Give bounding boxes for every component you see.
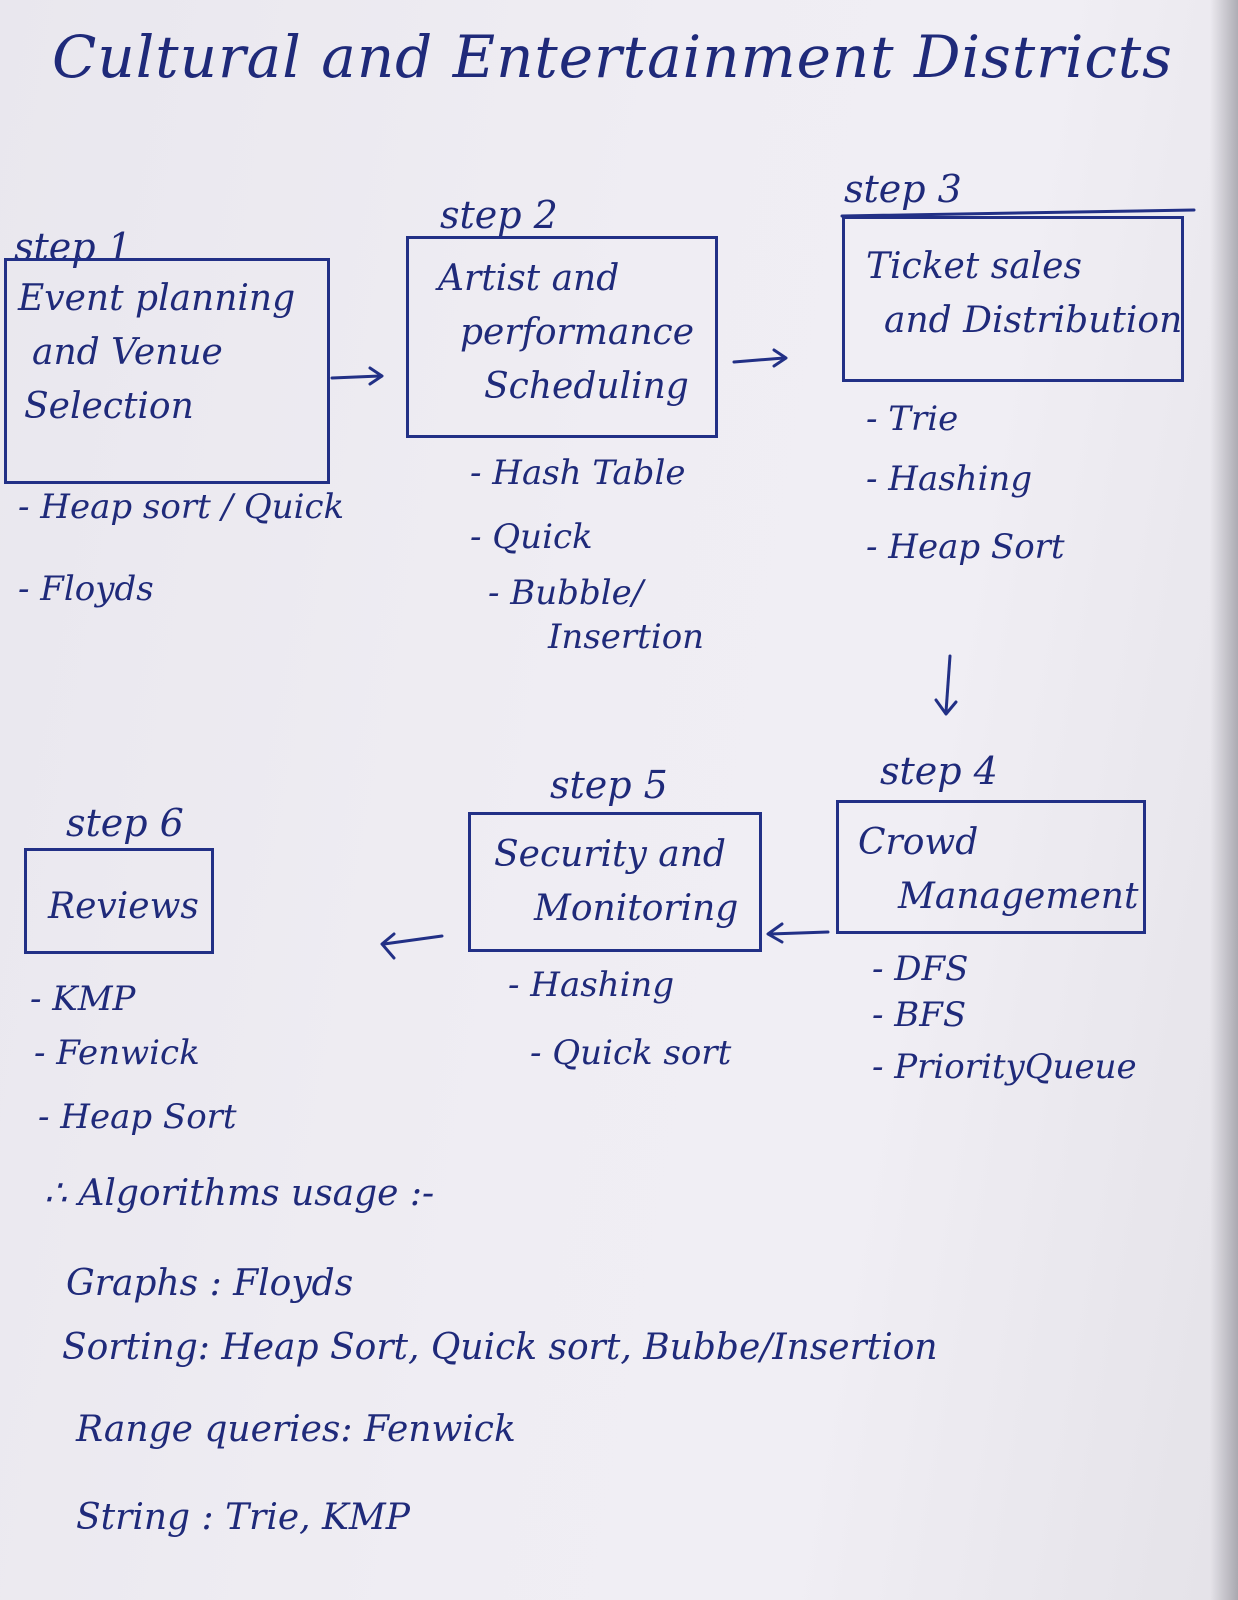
step-5-label: step 5 [550,763,668,807]
step-3-algorithm: - Hashing [866,459,1033,499]
step-2-box-line: performance [460,312,695,353]
step-3-box [842,216,1184,382]
summary-line: Graphs : Floyds [66,1263,354,1304]
step-4-algorithm: - DFS [872,949,969,989]
step-1-box-line: Event planning [18,278,296,319]
step-5-box-text: Security and Monitoring [494,828,738,936]
step-6-algorithm: - KMP [30,979,136,1019]
step-2-box [406,236,718,438]
arrow-step2-to-step3 [732,348,788,368]
step-1-box-line: and Venue [32,332,223,373]
arrow-step3-to-step4 [934,654,958,716]
step-6-label: step 6 [66,801,184,845]
summary-line: Range queries: Fenwick [76,1409,516,1450]
step-1-box [4,258,330,484]
step-6-box-line: Reviews [48,886,199,927]
step-4-box-line: Management [898,876,1139,917]
arrow-step1-to-step2 [330,366,384,386]
step-3-box-text: Ticket sales and Distribution [866,240,1182,348]
step-5-box-line: Monitoring [534,888,739,929]
step-2-box-line: Scheduling [484,366,689,407]
step-6-algorithm: - Heap Sort [38,1097,237,1137]
step-2-algorithm: - Bubble/ [488,573,644,613]
step-6-box-text: Reviews [48,880,199,934]
step-2-box-text: Artist and performance Scheduling [438,252,694,414]
step-1-box-text: Event planning and Venue Selection [18,272,295,434]
step-2-label: step 2 [440,193,558,237]
step-4-label: step 4 [880,749,998,793]
step-5-algorithm: - Quick sort [530,1033,732,1073]
step-4-algorithm: - BFS [872,995,967,1035]
step-2-algorithm: - Quick [470,517,593,557]
step-6-box [24,848,214,954]
arrow-step4-to-step5 [766,922,830,944]
step-4-algorithm: - PriorityQueue [872,1047,1137,1087]
step-1-algorithm: - Floyds [18,569,154,609]
summary-line: Sorting: Heap Sort, Quick sort, Bubbe/In… [62,1327,938,1368]
step-4-box-line: Crowd [858,822,979,863]
step-2-algorithm: Insertion [548,617,705,657]
step-1-box-line: Selection [24,386,194,427]
step-5-box [468,812,762,952]
step-4-box-text: Crowd Management [858,816,1138,924]
step-2-box-line: Artist and [438,258,620,299]
step-2-algorithm: - Hash Table [470,453,686,493]
summary-heading: ∴ Algorithms usage :- [44,1173,435,1214]
step-3-algorithm: - Heap Sort [866,527,1065,567]
page-edge-shadow [1210,0,1238,1600]
step-1-algorithm: - Heap sort / Quick [18,487,345,527]
page-title: Cultural and Entertainment Districts [52,23,1173,91]
arrow-step5-to-step6 [380,932,444,960]
step-6-algorithm: - Fenwick [34,1033,200,1073]
step-3-box-line: Ticket sales [866,246,1082,287]
step-3-algorithm: - Trie [866,399,959,439]
step-5-box-line: Security and [494,834,726,875]
step-5-algorithm: - Hashing [508,965,675,1005]
step-3-label: step 3 [844,167,962,211]
step-4-box [836,800,1146,934]
step-3-box-line: and Distribution [884,300,1183,341]
summary-line: String : Trie, KMP [76,1497,411,1538]
